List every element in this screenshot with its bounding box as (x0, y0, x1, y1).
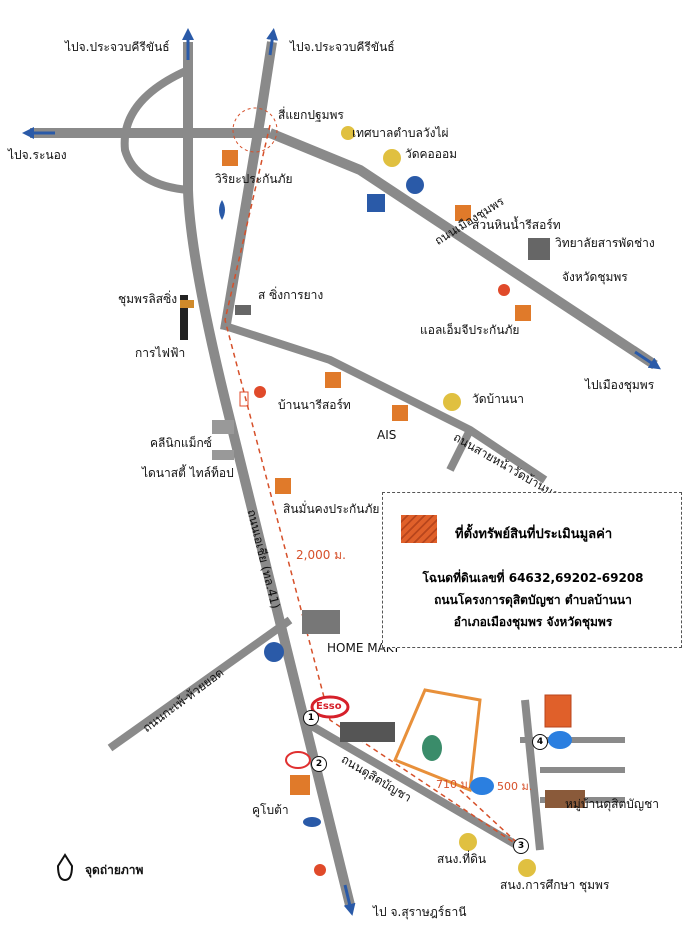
legend-line-1: โฉนดที่ดินเลขที่ 64632,69202-69208 (422, 571, 644, 585)
insurance-icon (325, 372, 341, 388)
gas-icon (498, 284, 510, 296)
office-icon (518, 859, 536, 877)
insurance-icon (392, 405, 408, 421)
label-wiriya: วิริยะประกันภัย (215, 172, 293, 186)
label-s-rubber: ส ซิ่งการยาง (258, 288, 324, 302)
label-distance-2000: 2,000 ม. (296, 548, 346, 562)
route-line (224, 124, 526, 851)
label-to-mueang: ไปเมืองชุมพร (585, 378, 655, 392)
gas-icon (314, 864, 326, 876)
label-photo-point: จุดถ่ายภาพ (85, 863, 144, 877)
label-to-prachuap-left: ไปจ.ประจวบคีรีขันธ์ (65, 40, 170, 54)
shop-icon (212, 450, 234, 460)
box-icon (239, 391, 249, 407)
esso-logo (310, 695, 350, 719)
label-to-surat: ไป จ.สุราษฎร์ธานี (373, 905, 467, 919)
label-chumphon-racing: ชุมพรลิสซิ่ง (118, 292, 178, 306)
ford-icon (303, 817, 321, 827)
building-icon (341, 126, 355, 140)
label-lmg: แอลเอ็มจีประกันภัย (420, 323, 520, 337)
building-rows (340, 722, 395, 742)
legend-line-3: อำเภอเมืองชุมพร จังหวัดชุมพร (453, 615, 613, 629)
school-icon (528, 238, 550, 260)
legend-swatch (401, 515, 437, 543)
temple-icon (443, 393, 461, 411)
label-to-ranong: ไปจ.ระนอง (8, 148, 67, 162)
intersection-circle (232, 107, 278, 153)
label-ais: AIS (377, 428, 397, 442)
label-electricity: การไฟฟ้า (135, 346, 186, 360)
insurance-icon (275, 478, 291, 494)
kubota-icon (290, 775, 310, 795)
label-village-dusit: หมู่บ้านดุสิตบัญชา (565, 797, 660, 811)
lake-2 (548, 731, 572, 749)
temple-icon (383, 149, 401, 167)
label-home-mart: HOME MAKT (327, 641, 401, 655)
bank-icon (219, 200, 225, 220)
pond (422, 735, 442, 761)
insurance-icon (515, 305, 531, 321)
label-sinmankong: สินมั่นคงประกันภัย (283, 502, 380, 516)
roads (30, 41, 658, 907)
bank-icon (406, 176, 424, 194)
label-distance-710: 710 ม. (436, 778, 472, 791)
label-dynasty: ไดนาสตี้ ไทล์ท็อป (142, 466, 234, 480)
village-building (545, 790, 585, 808)
label-pathom-intersection: สี่แยกปฐมพร (278, 108, 344, 122)
legend-title: ที่ตั้งทรัพย์สินที่ประเมินมูลค่า (455, 527, 613, 542)
photo-point-icon (56, 853, 74, 882)
insurance-icon (222, 150, 238, 166)
road-arrows (22, 28, 661, 916)
label-land-office: สนง.ที่ดิน (437, 852, 487, 866)
esso-logo-text: Esso (316, 701, 342, 712)
photo-marker-3: 3 (513, 838, 529, 854)
label-education-office: สนง.การศึกษา ชุมพร (500, 878, 610, 892)
label-kubota: คูโบต้า (252, 803, 289, 817)
toyota-icon (285, 751, 311, 769)
home-mart-building (302, 610, 340, 634)
tower-icon (180, 295, 188, 340)
label-tech-college-2: จังหวัดชุมพร (562, 270, 628, 284)
label-wat-ban-na: วัดบ้านนา (472, 392, 525, 406)
legend-box: ที่ตั้งทรัพย์สินที่ประเมินมูลค่า โฉนดที่… (382, 492, 682, 648)
star-icon (264, 642, 284, 662)
shop-icon (212, 420, 234, 434)
label-distance-500: 500 ม. (497, 780, 533, 793)
legend-line-2: ถนนโครงการดุสิตบัญชา ตำบลบ้านนา (434, 593, 632, 607)
label-tech-college-1: วิทยาลัยสารพัดช่าง (555, 236, 655, 250)
label-wang-phai: เทศบาลตำบลวังไผ่ (352, 126, 449, 140)
photo-marker-2: 2 (311, 756, 327, 772)
label-bannara: บ้านนารีสอร์ท (278, 398, 351, 412)
photo-marker-4: 4 (532, 734, 548, 750)
car-icon (180, 300, 194, 308)
label-clinic-max: คลีนิกแม็กซ์ (150, 436, 212, 450)
label-to-prachuap-right: ไปจ.ประจวบคีรีขันธ์ (290, 40, 395, 54)
target-block (544, 694, 572, 728)
label-wat-khao-om: วัดคอออม (405, 147, 458, 161)
lake-1 (470, 777, 494, 795)
gas-icon (254, 386, 266, 398)
bank-icon (367, 194, 385, 212)
label-suan-hin: สวนหินน้ำรีสอร์ท (472, 218, 561, 232)
office-icon (459, 833, 477, 851)
photo-marker-1: 1 (303, 710, 319, 726)
insurance-icon (455, 205, 471, 221)
truck-icon (235, 305, 251, 315)
property-parcel (393, 688, 482, 793)
